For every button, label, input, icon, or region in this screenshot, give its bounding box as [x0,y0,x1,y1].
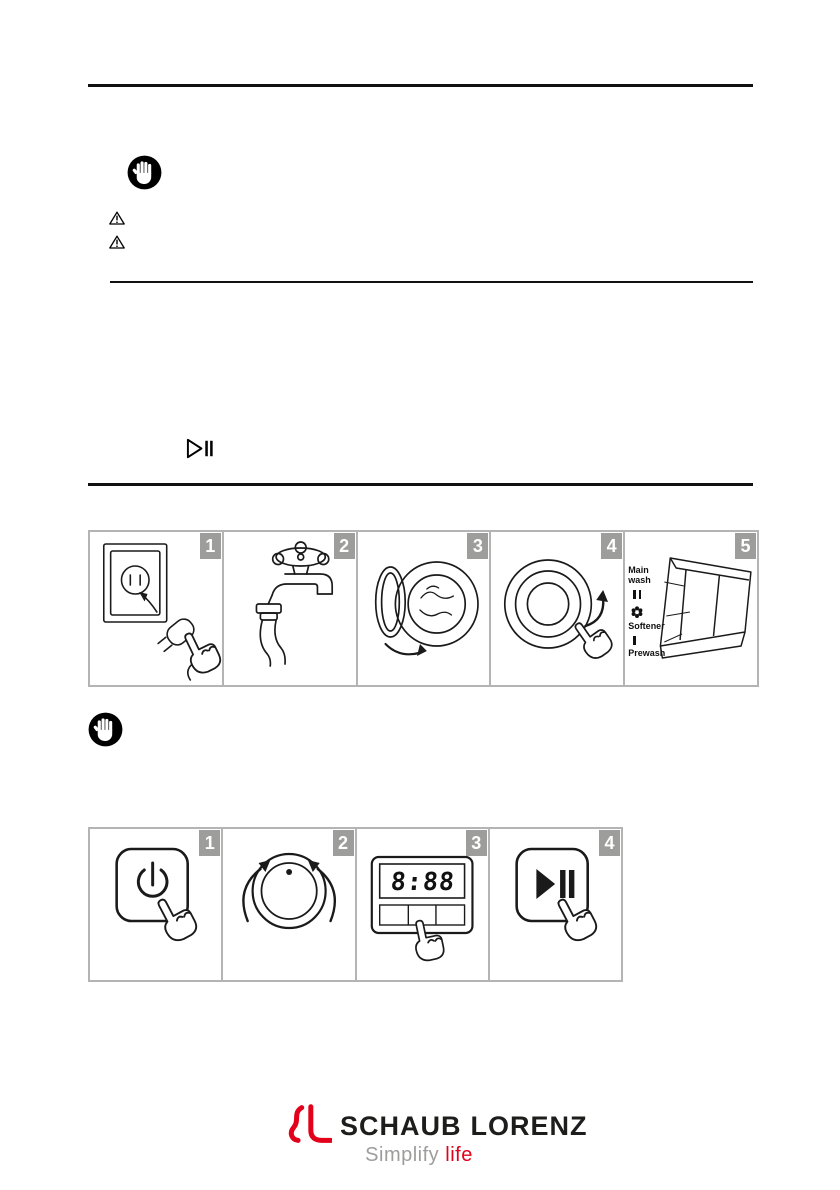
top-divider [88,84,753,87]
program-knob-illustration [242,852,337,930]
step-close-door: 4 [489,532,623,685]
brand-logo: SCHAUB LORENZ [286,1104,588,1144]
start-pause-icon [186,438,213,459]
operation-steps-strip: 1 2 3 8:88 4 [88,827,623,982]
step-number-badge: 3 [465,830,487,856]
installation-steps-strip: 1 2 [88,530,759,687]
tagline-accent-word: life [445,1144,473,1166]
section-divider [110,281,753,283]
prewash-symbol [633,635,636,645]
step-number-badge: 2 [332,830,354,856]
power-button-illustration [115,847,201,946]
close-door-illustration [504,559,617,664]
main-wash-label: Main wash [628,565,651,585]
stop-hand-icon [88,712,123,747]
step-load-laundry: 3 [355,532,490,685]
step-select-program: 2 [221,829,354,980]
step-open-water-tap: 2 [221,532,356,685]
start-pause-button-illustration [515,847,601,946]
step-number-badge: 3 [467,533,489,559]
tagline-word: Simplify [365,1144,440,1166]
step-number-badge: 1 [199,830,221,856]
prewash-label: Prewash [628,647,666,658]
detergent-drawer-illustration [659,557,752,659]
step-set-options: 3 8:88 [354,829,488,980]
main-wash-symbol [633,589,642,599]
stop-hand-icon [127,155,162,190]
step-number-badge: 2 [333,533,355,559]
brand-name: SCHAUB LORENZ [340,1111,588,1144]
step-number-badge: 4 [599,830,620,856]
brand-word-lorenz: LORENZ [470,1111,588,1141]
softener-flower-icon [631,606,643,618]
step-number-badge: 1 [199,533,221,559]
brand-word-schaub: SCHAUB [340,1111,462,1141]
softener-label: Softener [628,620,665,631]
step-number-badge: 5 [734,533,756,559]
warning-icon [109,211,125,225]
step-number-badge: 4 [601,533,623,559]
drawer-compartment-labels: Main wash Softener Prewash [628,565,672,659]
seven-segment-display: 8:88 [389,866,456,896]
plug-socket-illustration [102,543,222,681]
step-detergent-drawer: 5 Main wash Softener Prewash [623,532,757,685]
step-power-on: 1 [90,829,221,980]
section-divider [88,483,753,486]
step-connect-power: 1 [90,532,222,685]
display-panel-illustration [370,855,474,964]
brand-tagline: Simplify life [288,1144,550,1167]
step-start-pause: 4 [487,829,621,980]
warning-icon [109,235,125,249]
water-tap-illustration [255,541,333,667]
schaub-lorenz-mark-icon [288,1104,332,1143]
open-door-laundry-illustration [374,561,479,656]
